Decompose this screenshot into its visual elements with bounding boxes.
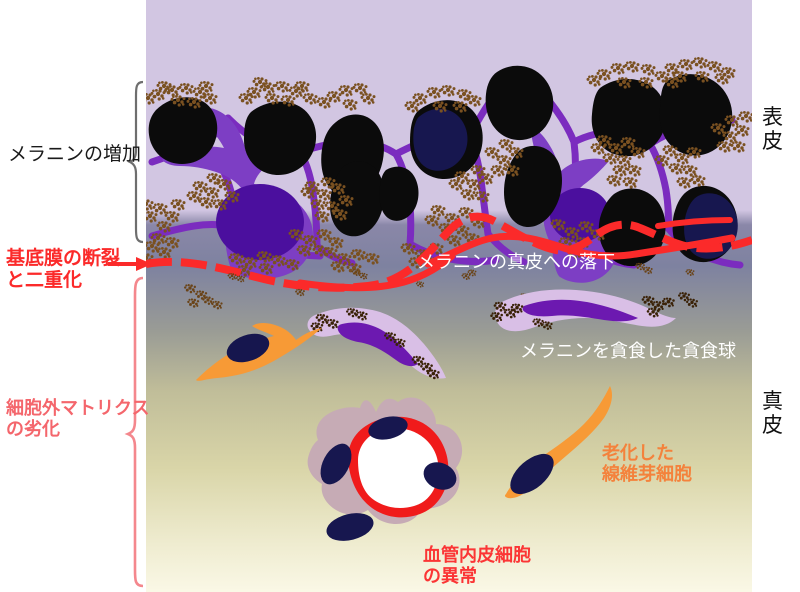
nucleus [591,79,667,157]
nucleus [379,166,419,221]
label-basement-membrane: 基底膜の断裂 と二重化 [6,247,121,292]
nucleus [244,101,317,176]
basement-membrane-arrow [108,257,152,271]
melanin-phagocyte-left [307,307,446,380]
vessel-lumen [358,428,439,508]
annotation-braces [108,80,152,588]
basement-membrane-duplicated [296,252,456,292]
fibroblast-nucleus [226,333,270,363]
label-melanin-increase: メラニンの増加 [8,143,142,165]
label-dermis: 真 皮 [762,389,783,437]
label-ecm-degradation: 細胞外マトリクス の劣化 [6,398,150,441]
endothelial-nucleus [423,462,457,490]
senescent-fibroblast-2 [504,386,612,499]
perivascular-nucleus [326,513,374,541]
label-senescent-fibroblast: 老化した 線維芽細胞 [602,443,692,486]
melanocyte-nucleus-right [550,188,610,242]
label-melanin-falling: メラニンの真皮への落下 [417,252,615,273]
blood-vessel-cross-section [307,397,463,541]
basement-membrane [146,212,752,292]
nucleus [148,97,218,164]
senescent-fibroblast-1 [196,323,322,381]
basement-membrane-duplicated-2 [424,232,736,268]
nucleus [504,145,562,228]
nucleus [659,74,733,156]
perivascular-nucleus [320,443,352,485]
label-endothelial-abnormality: 血管内皮細胞 の異常 [423,545,531,588]
label-epidermis: 表 皮 [762,105,783,153]
fibroblast-nucleus [510,453,554,495]
nucleus [413,108,468,171]
melanocyte-nucleus-left [216,184,304,260]
basement-membrane-duplicated-3 [655,217,733,229]
keratinocyte-nuclei [148,65,738,267]
endothelial-nucleus [368,416,408,440]
nucleus [485,65,554,141]
dermis-brace [124,276,144,588]
label-melanin-phagocyte: メラニンを貪食した貪食球 [520,341,736,362]
melanin-phagocyte-right [490,289,698,332]
epidermis-brace [127,80,144,244]
